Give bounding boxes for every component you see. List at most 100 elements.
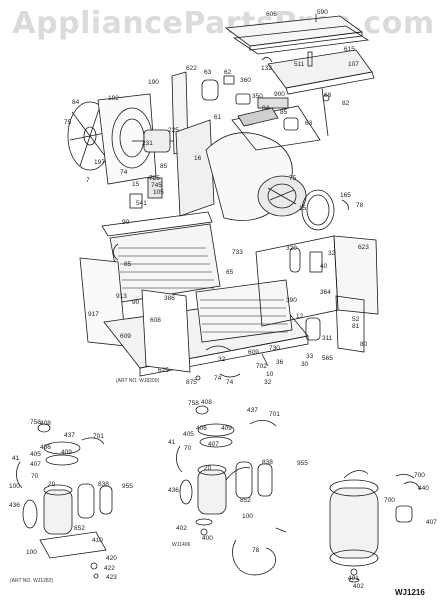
callout-label: 758 [30, 419, 41, 426]
callout-label: 900 [274, 91, 285, 98]
clip [341, 199, 349, 211]
callout-label: 63 [305, 120, 313, 127]
callout-label: 32 [264, 379, 272, 386]
callout-label: 852 [240, 497, 251, 504]
callout-label: 12 [296, 313, 304, 320]
callout-label: 409 [221, 425, 232, 432]
callout-label: 386 [164, 295, 175, 302]
blower-housing [175, 105, 321, 221]
callout-label: 225 [168, 127, 179, 134]
callout-label: 190 [148, 79, 159, 86]
art-caption-middle: WJ1406 [172, 542, 191, 548]
callout-label: 36 [276, 359, 284, 366]
art-caption-left: (ART NO. WJ1282) [10, 578, 54, 584]
callout-label: 725 [149, 175, 160, 182]
top-cover [224, 14, 370, 55]
callout-label: 625 [158, 367, 169, 374]
callout-label: 100 [26, 549, 37, 556]
callout-label: 311 [322, 335, 333, 342]
callout-label: 360 [240, 77, 251, 84]
callout-label: 100 [9, 483, 20, 490]
wire-harness [232, 539, 276, 576]
callout-label: 78 [356, 202, 364, 209]
callout-label: 16 [194, 155, 202, 162]
diagram-code: WJ1216 [395, 588, 425, 597]
callout-label: 75 [64, 119, 72, 126]
callout-label: 402 [353, 583, 364, 590]
callout-label: 541 [136, 200, 147, 207]
small-parts [195, 345, 269, 381]
condenser-fan [67, 93, 157, 185]
callout-label: 407 [30, 461, 41, 468]
callout-label: 364 [320, 289, 331, 296]
callout-label: 197 [94, 159, 105, 166]
callout-label: 407 [426, 519, 437, 526]
callout-label: 63 [204, 69, 212, 76]
fan-motor [129, 129, 186, 209]
callout-label: 745 [151, 182, 162, 189]
callout-label: 74 [120, 169, 128, 176]
callout-label: 231 [142, 140, 153, 147]
callout-label: 409 [61, 449, 72, 456]
callout-label: 105 [153, 189, 164, 196]
callout-label: 401 [348, 575, 359, 582]
callout-label: 410 [92, 537, 103, 544]
callout-label: 82 [342, 100, 350, 107]
control-parts [201, 75, 330, 137]
callout-label: 402 [176, 525, 187, 532]
callout-label: 565 [322, 355, 333, 362]
callout-label: 68 [324, 92, 332, 99]
callout-label: 609 [248, 349, 259, 356]
callout-label: 15 [132, 181, 140, 188]
callout-label: 440 [418, 485, 429, 492]
compressor-assembly-left [16, 423, 113, 579]
callout-label: 74 [214, 375, 222, 382]
callout-label: 730 [269, 345, 280, 352]
callout-label: 622 [186, 65, 197, 72]
callout-label: 400 [202, 535, 213, 542]
callout-label: 107 [348, 61, 359, 68]
callout-label: 20 [204, 465, 212, 472]
callout-label: 85 [280, 109, 288, 116]
callout-label: 955 [297, 460, 308, 467]
callout-label: 511 [294, 61, 305, 68]
callout-label: 609 [120, 333, 131, 340]
callout-label: 408 [201, 399, 212, 406]
callout-label: 41 [12, 455, 20, 462]
callout-label: 606 [266, 11, 277, 18]
callout-label: 407 [208, 441, 219, 448]
callout-label: 437 [64, 432, 75, 439]
compressor-assembly-middle [176, 405, 277, 536]
side-panel [255, 235, 379, 353]
callout-label: 615 [344, 46, 355, 53]
callout-label: 436 [168, 487, 179, 494]
callout-label: 33 [306, 353, 314, 360]
callout-label: 62 [224, 69, 232, 76]
callout-label: 32 [328, 250, 336, 257]
top-bracket [261, 49, 375, 95]
callout-label: 85 [124, 261, 132, 268]
callout-label: 408 [40, 420, 51, 427]
callout-label: 85 [160, 163, 168, 170]
callout-label: 917 [88, 311, 99, 318]
callout-label: 61 [214, 114, 222, 121]
callout-label: 84 [72, 99, 80, 106]
callout-label: 436 [9, 502, 20, 509]
callout-label: 90 [132, 299, 140, 306]
callout-label: 30 [301, 361, 309, 368]
callout-label: 40 [320, 263, 328, 270]
callout-label: 15 [299, 205, 307, 212]
callout-label: 700 [384, 497, 395, 504]
callout-label: 70 [184, 445, 192, 452]
callout-label: 423 [106, 574, 117, 581]
callout-label: 75 [289, 175, 297, 182]
callout-label: 192 [108, 95, 119, 102]
callout-label: 437 [247, 407, 258, 414]
callout-label: 165 [340, 192, 351, 199]
callout-label: 913 [116, 293, 127, 300]
callout-label: 702 [256, 363, 267, 370]
callout-label: 700 [414, 472, 425, 479]
art-caption-main: (ART NO. WJ8200) [116, 378, 160, 384]
callout-label: 350 [252, 93, 263, 100]
